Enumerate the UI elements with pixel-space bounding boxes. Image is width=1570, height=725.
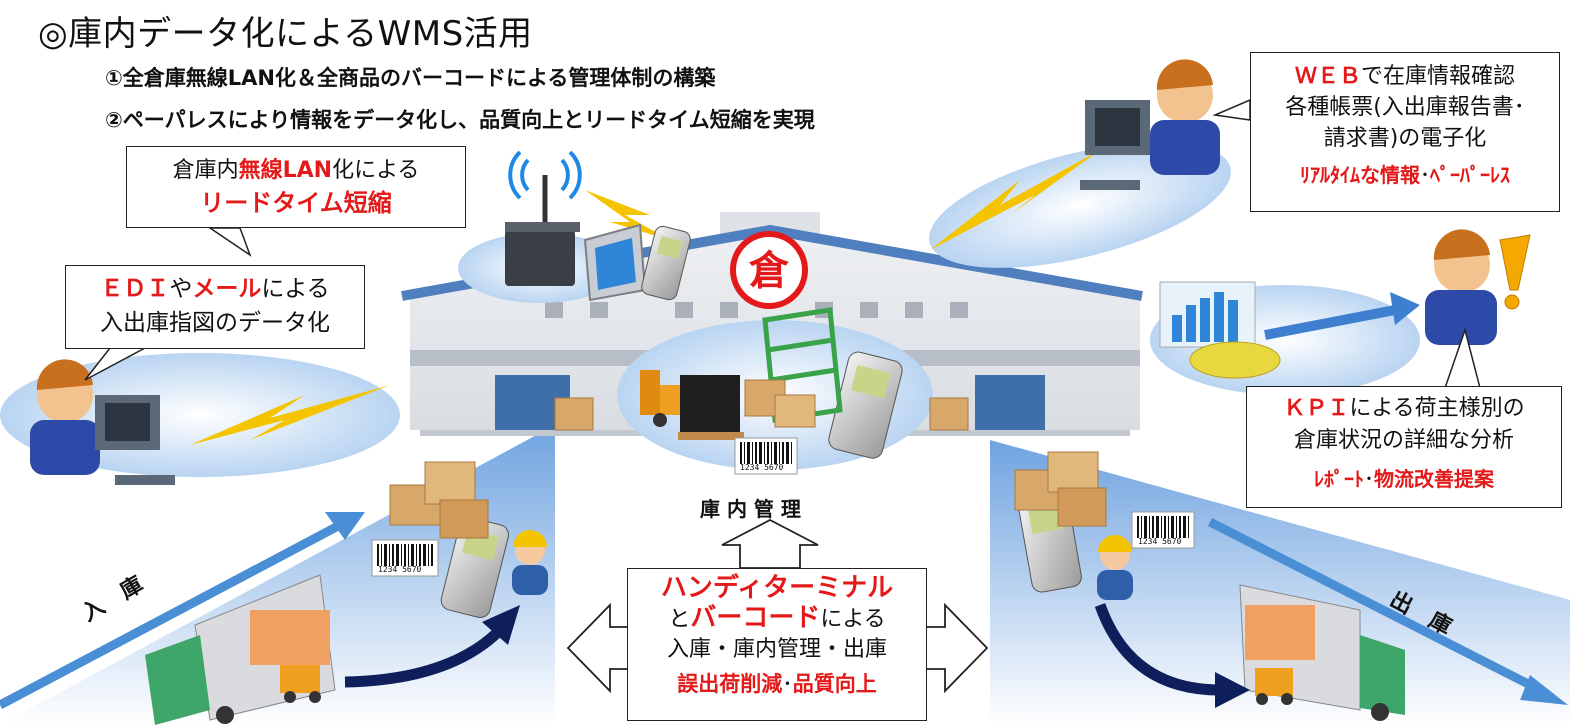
person-at-pc-icon (30, 359, 175, 485)
lightning-icon (585, 190, 670, 240)
callout-kpi-line3-hl2: 物流改善提案 (1374, 467, 1494, 491)
callout-edi-hl2: メール (192, 276, 262, 302)
callout-edi: ＥＤＩやメールによる 入出庫指図のデータ化 (65, 265, 365, 349)
cardboard-box-icon (554, 397, 969, 431)
center-up-arrow (721, 518, 819, 569)
worker-icon (1097, 535, 1133, 600)
center-box-hl1: ハンディターミナル (660, 573, 894, 603)
kpi-arrowhead (1390, 292, 1420, 325)
outbound-curve-arrowhead (1215, 672, 1250, 708)
callout-web-line3: 請求書)の電子化 (1323, 126, 1487, 151)
barcode-number: 1234 5670 (740, 463, 784, 472)
center-box-line4-hl2: 品質向上 (792, 672, 877, 696)
barcode-number: 1234 5670 (1138, 537, 1182, 546)
callout-kpi-line3-sep: ･ (1364, 467, 1374, 491)
callout-edi-suffix: による (261, 276, 330, 302)
center-box-line4-hl: 誤出荷削減 (677, 672, 783, 696)
callout-edi-hl1: ＥＤＩ (100, 276, 170, 302)
kpi-arrow (1264, 305, 1396, 340)
inbound-curve-arrow (344, 626, 504, 688)
person-icon (1425, 229, 1497, 345)
cardboard-box-icon (389, 461, 489, 539)
barcode-icon (371, 539, 439, 577)
callout-lan-prefix: 倉庫内 (172, 158, 239, 183)
worker-icon (512, 530, 548, 595)
handy-terminal-icon (828, 351, 903, 459)
subtitle-2: ②ペーパレスにより情報をデータ化し、品質向上とリードタイム短縮を実現 (105, 108, 815, 132)
callout-web: ＷＥＢで在庫情報確認 各種帳票(入出庫報告書･ 請求書)の電子化 ﾘｱﾙﾀｲﾑな… (1250, 52, 1560, 212)
callout-edi-mid: や (169, 276, 193, 302)
outbound-arrow (1207, 517, 1568, 705)
callout-web-line4-hl2: ﾍﾟｰﾊﾟｰﾚｽ (1430, 163, 1510, 187)
inbound-arrow (0, 512, 365, 709)
callout-lan-highlight: 無線LAN (238, 158, 333, 183)
callout-kpi: ＫＰＩによる荷主様別の 倉庫状況の詳細な分析 ﾚﾎﾟｰﾄ･物流改善提案 (1246, 386, 1562, 508)
callout-web-line4-sep: ･ (1420, 163, 1430, 187)
web-ellipse (929, 142, 1231, 268)
person-at-pc-icon (1080, 59, 1220, 190)
callout-lan: 倉庫内無線LAN化による リードタイム短縮 (126, 146, 466, 228)
inbound-curve-arrowhead (482, 605, 520, 645)
cardboard-box-icon (744, 379, 816, 428)
barcode-icon (734, 437, 798, 475)
callout-tail (207, 227, 252, 257)
barcode-icon (1131, 511, 1195, 549)
callout-kpi-suffix: による荷主様別の (1349, 396, 1525, 421)
forklift-icon (1255, 668, 1293, 705)
exclamation-icon (1499, 234, 1531, 310)
callout-edi-line2: 入出庫指図のデータ化 (100, 310, 330, 336)
callout-kpi-line3-hl: ﾚﾎﾟｰﾄ (1314, 467, 1364, 491)
callout-web-suffix: で在庫情報確認 (1361, 64, 1516, 89)
center-box-line4-sep: ･ (782, 672, 793, 696)
callout-kpi-line2: 倉庫状況の詳細な分析 (1293, 428, 1514, 453)
tire-stack-icon (678, 375, 744, 440)
callout-lan-line2: リードタイム短縮 (200, 189, 392, 217)
kpi-chart-icon (1159, 281, 1281, 379)
tablet-icon (583, 223, 647, 302)
warehouse-sign-text: 倉 (749, 248, 789, 294)
cardboard-box-icon (1014, 451, 1107, 527)
center-box: ハンディターミナル とバーコードによる 入庫・庫内管理・出庫 誤出荷削減･品質向… (627, 568, 927, 721)
center-box-suffix: による (820, 607, 886, 632)
forklift-icon (640, 370, 695, 427)
forklift-icon (280, 665, 321, 703)
warehouse-sign-logo (730, 231, 808, 309)
outbound-curve-arrow (1094, 603, 1221, 696)
barcode-number: 1234 5670 (378, 565, 422, 574)
label-inside-management: 庫 内 管 理 (700, 497, 801, 521)
callout-web-line4-hl: ﾘｱﾙﾀｲﾑな情報 (1300, 163, 1420, 187)
callout-web-hl: ＷＥＢ (1294, 64, 1361, 89)
handy-terminal-icon (641, 225, 691, 301)
lightning-icon (190, 385, 390, 445)
callout-tail (1212, 98, 1251, 121)
callout-lan-suffix: 化による (332, 158, 420, 183)
wireless-router-icon (505, 150, 582, 286)
center-box-hl2: バーコード (690, 603, 821, 633)
callout-kpi-hl: ＫＰＩ (1283, 396, 1350, 421)
callout-web-line2: 各種帳票(入出庫報告書･ (1285, 95, 1525, 120)
center-box-line3: 入庫・庫内管理・出庫 (666, 637, 887, 662)
center-box-mid: と (668, 607, 691, 632)
subtitle-1: ①全倉庫無線LAN化＆全商品のバーコードによる管理体制の構築 (105, 66, 716, 90)
lightning-icon (930, 150, 1100, 250)
page-title: ◎庫内データ化によるWMS活用 (38, 14, 533, 54)
